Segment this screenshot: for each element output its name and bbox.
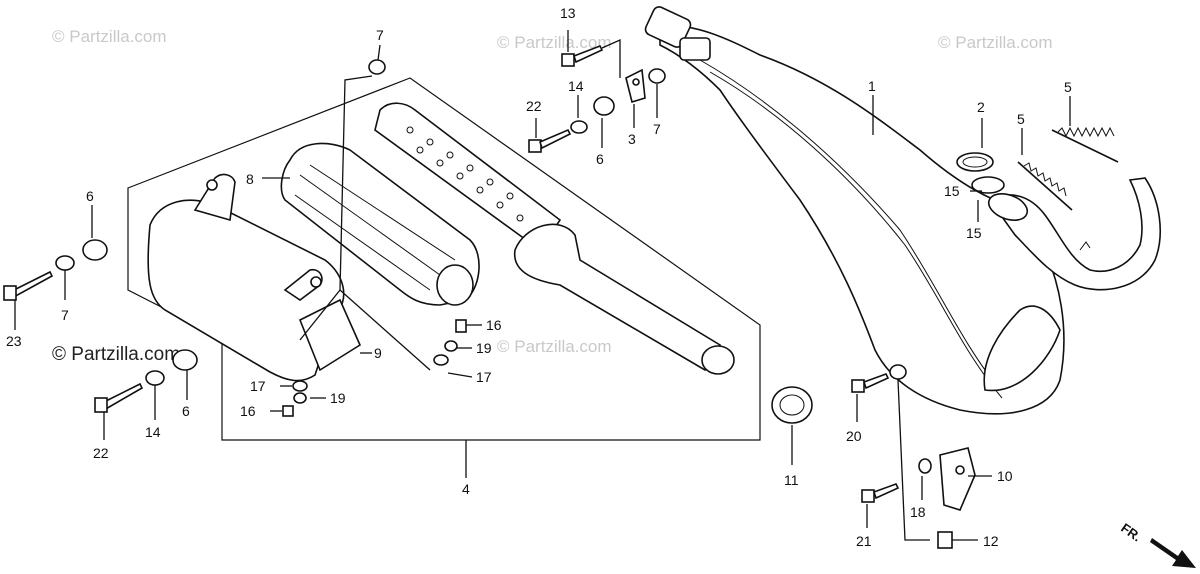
callout-11: 11 [784, 472, 799, 488]
callout-15-upper: 15 [944, 183, 960, 199]
callout-23: 23 [6, 333, 22, 349]
watermarks: © Partzilla.com © Partzilla.com © Partzi… [52, 27, 1055, 365]
expansion-chamber [644, 6, 1161, 415]
callout-7-top: 7 [376, 27, 384, 43]
callout-22-upper: 22 [526, 98, 542, 114]
muffler-packing [262, 142, 480, 306]
callout-19-right: 19 [476, 340, 492, 356]
callout-10: 10 [997, 468, 1013, 484]
front-label: FR. [1118, 520, 1144, 544]
callout-16-right: 16 [486, 317, 502, 333]
callout-13: 13 [560, 5, 576, 21]
callout-6-lower: 6 [182, 403, 190, 419]
callout-18: 18 [910, 504, 926, 520]
callout-12: 12 [983, 533, 999, 549]
callout-9: 9 [374, 345, 382, 361]
callout-7-right: 7 [653, 121, 661, 137]
watermark-left-prominent: © Partzilla.com [52, 344, 180, 365]
callout-1: 1 [868, 78, 876, 94]
watermark-top-center: © Partzilla.com [497, 33, 612, 52]
front-direction-indicator: FR. [1118, 520, 1196, 568]
callout-16-left: 16 [240, 403, 256, 419]
watermark-mid-center: © Partzilla.com [497, 337, 612, 356]
callout-8: 8 [246, 171, 254, 187]
callout-6-left: 6 [86, 188, 94, 204]
callout-17-right: 17 [476, 369, 492, 385]
inner-pipe [374, 102, 735, 375]
fasteners [3, 30, 1119, 549]
callout-15-lower: 15 [966, 225, 982, 241]
callout-19-left: 19 [330, 390, 346, 406]
callout-7-left: 7 [61, 307, 69, 323]
callout-21: 21 [856, 533, 872, 549]
callout-2: 2 [977, 99, 985, 115]
callout-20: 20 [846, 428, 862, 444]
callout-3: 3 [628, 131, 636, 147]
watermark-top-left: © Partzilla.com [52, 27, 167, 46]
front-arrow-icon [1150, 538, 1196, 568]
callouts: 1 2 3 4 5 5 6 6 6 7 7 7 8 9 10 11 12 13 … [6, 5, 1072, 549]
callout-4: 4 [462, 481, 470, 497]
callout-14-upper: 14 [568, 78, 584, 94]
watermark-top-right: © Partzilla.com [938, 33, 1053, 52]
callout-6-upper: 6 [596, 151, 604, 167]
muffler-assembly-outline [127, 77, 761, 478]
callout-14-lower: 14 [145, 424, 161, 440]
callout-17-left: 17 [250, 378, 266, 394]
callout-5-upper: 5 [1064, 79, 1072, 95]
callout-22-lower: 22 [93, 445, 109, 461]
callout-5-lower: 5 [1017, 111, 1025, 127]
